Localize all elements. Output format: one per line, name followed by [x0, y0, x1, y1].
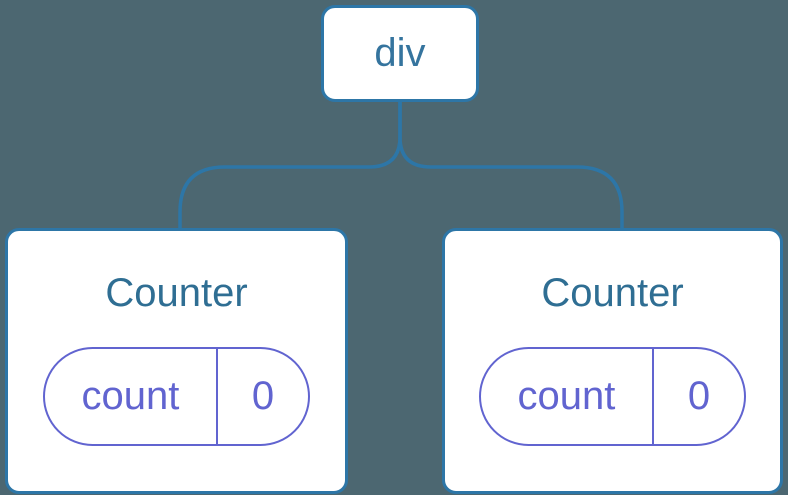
counter-card-right: Counter count 0: [442, 228, 783, 494]
state-value: 0: [251, 374, 275, 418]
root-node-label: div: [374, 31, 426, 75]
counter-title: Counter: [105, 271, 248, 315]
state-value: 0: [687, 374, 711, 418]
root-node-div: div: [321, 5, 479, 102]
counter-title: Counter: [541, 271, 684, 315]
state-pill: count 0: [43, 347, 310, 446]
connector-right-branch: [398, 100, 624, 230]
state-key-label: count: [81, 374, 180, 418]
counter-card-left: Counter count 0: [5, 228, 348, 494]
connector-left-branch: [178, 100, 402, 230]
state-key-label: count: [517, 374, 616, 418]
state-pill-divider: [651, 349, 654, 444]
state-pill: count 0: [479, 347, 746, 446]
state-pill-divider: [215, 349, 218, 444]
